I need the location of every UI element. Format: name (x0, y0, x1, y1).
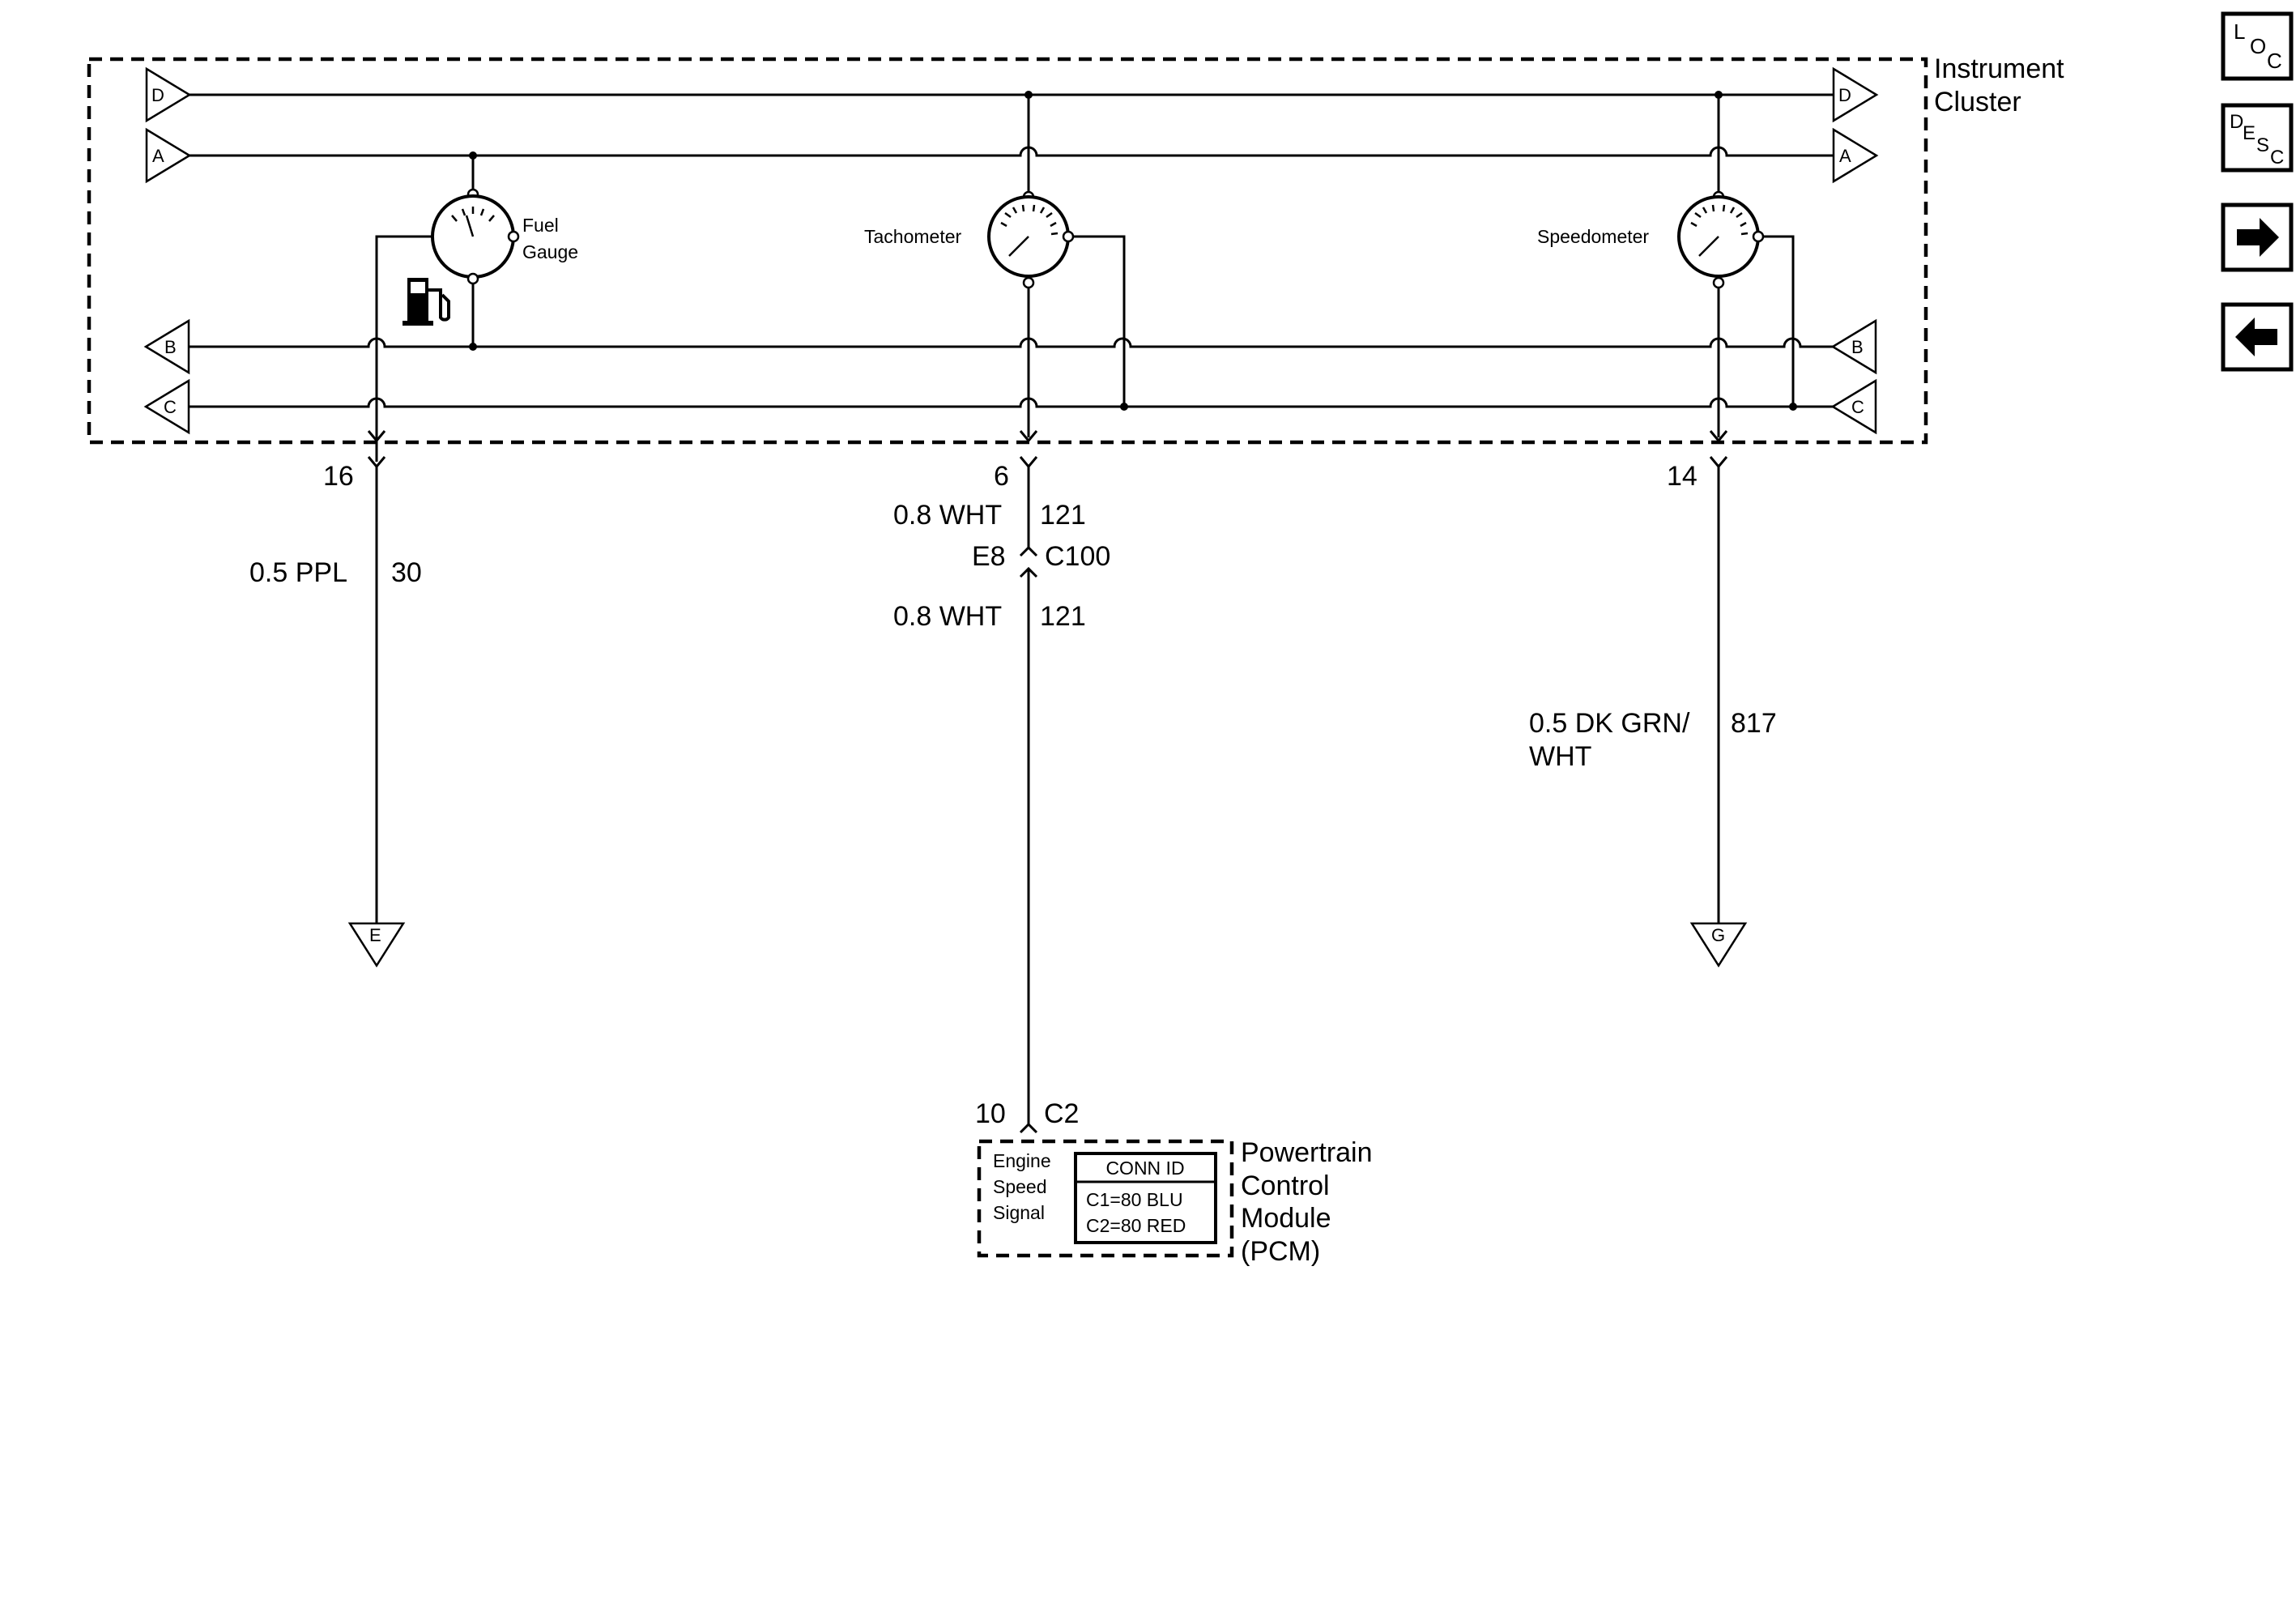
loc-button[interactable]: L O C (2221, 11, 2294, 81)
conn-id-row1: C1=80 BLU (1086, 1189, 1183, 1210)
pcm-connector-label: C2 (1044, 1098, 1079, 1129)
next-button[interactable] (2221, 203, 2294, 272)
speedo-wire-color-line2: WHT (1529, 741, 1591, 772)
speedo-wire-color-line1: 0.5 DK GRN/ (1529, 708, 1690, 739)
c100-connector-id: C100 (1045, 541, 1110, 572)
tach-wire-circuit-lower: 121 (1040, 601, 1086, 632)
tach-wire-color-upper: 0.8 WHT (893, 500, 1002, 531)
ground-g-label: G (1711, 925, 1725, 945)
fuel-pin-number: 16 (323, 461, 354, 492)
fuel-wire-color: 0.5 PPL (249, 557, 347, 588)
desc-button[interactable]: D E S C (2221, 103, 2294, 173)
fuel-gauge-label-line2: Gauge (522, 241, 578, 262)
pcm-pin-number: 10 (975, 1098, 1006, 1129)
ground-e-label: E (369, 925, 381, 945)
fuel-gauge: Fuel Gauge (375, 156, 578, 407)
loc-letter-l: L (2234, 19, 2245, 44)
pcm-title-line1: Powertrain (1241, 1137, 1373, 1168)
bus-a: A A (145, 127, 1879, 184)
svg-text:A: A (1839, 146, 1851, 166)
back-button[interactable] (2221, 302, 2294, 372)
speedo-wire-circuit: 817 (1731, 708, 1777, 739)
pcm-title-line2: Control (1241, 1170, 1330, 1201)
svg-text:A: A (152, 146, 164, 166)
bus-c: C C (143, 378, 1877, 435)
tach-wire-circuit-upper: 121 (1040, 500, 1086, 531)
tachometer-gauge: Tachometer (864, 95, 1126, 437)
loc-letter-o: O (2250, 34, 2266, 58)
bus-b: B B (143, 318, 1877, 375)
tachometer-label: Tachometer (864, 226, 962, 247)
engine-speed-signal-line2: Speed (993, 1176, 1047, 1197)
engine-speed-signal-line1: Engine (993, 1150, 1051, 1171)
bus-d: D D (145, 66, 1879, 123)
tach-pin-number: 6 (994, 461, 1009, 492)
fuel-wire-circuit: 30 (391, 557, 422, 588)
right-arrow-icon (2237, 218, 2279, 257)
svg-text:D: D (1838, 85, 1851, 105)
svg-text:D: D (151, 85, 164, 105)
speedo-pin-number: 14 (1667, 461, 1698, 492)
instrument-cluster-title-line2: Cluster (1934, 87, 2021, 117)
desc-letter-s: S (2256, 134, 2269, 156)
instrument-cluster-title-line1: Instrument (1934, 53, 2064, 84)
left-arrow-icon (2235, 318, 2277, 356)
pcm-module (977, 1139, 1234, 1258)
speedometer-gauge: Speedometer (1537, 95, 1795, 437)
instrument-cluster-outline (87, 57, 1928, 445)
svg-text:B: B (164, 337, 177, 357)
speedometer-circuit: G (1689, 430, 1748, 968)
c100-cavity: E8 (972, 541, 1006, 572)
fuel-pump-icon (403, 278, 450, 326)
speedometer-label: Speedometer (1537, 226, 1649, 247)
loc-letter-c: C (2267, 49, 2282, 73)
desc-letter-c: C (2270, 147, 2284, 168)
svg-text:C: C (1851, 397, 1864, 417)
conn-id-row2: C2=80 RED (1086, 1215, 1186, 1236)
desc-letter-e: E (2243, 122, 2256, 144)
tachometer-circuit (1019, 430, 1038, 1134)
fuel-gauge-label-line1: Fuel (522, 215, 559, 236)
pcm-title-line4: (PCM) (1241, 1236, 1320, 1267)
tach-wire-color-lower: 0.8 WHT (893, 601, 1002, 632)
svg-text:B: B (1851, 337, 1864, 357)
svg-text:C: C (164, 397, 177, 417)
desc-letter-d: D (2230, 111, 2243, 133)
conn-id-header: CONN ID (1105, 1158, 1184, 1179)
engine-speed-signal-line3: Signal (993, 1202, 1045, 1223)
fuel-gauge-circuit: E (347, 407, 406, 968)
pcm-title-line3: Module (1241, 1203, 1331, 1234)
